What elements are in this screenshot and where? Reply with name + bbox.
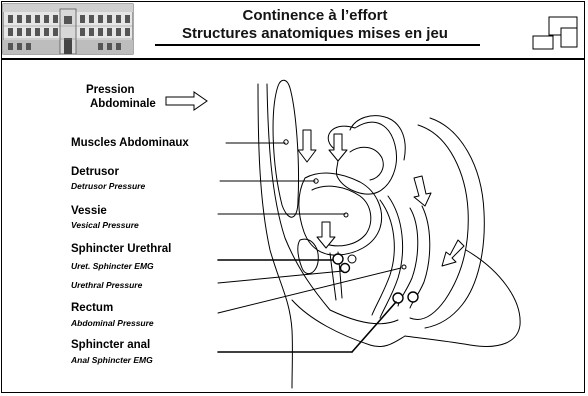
label-urethral-pressure: Urethral Pressure xyxy=(71,280,142,290)
label-detrusor-pressure: Detrusor Pressure xyxy=(71,181,145,191)
label-pression: Pression xyxy=(86,84,135,97)
label-vesical-pressure: Vesical Pressure xyxy=(71,220,139,230)
label-rectum: Rectum xyxy=(71,302,113,315)
label-vessie: Vessie xyxy=(71,205,107,218)
label-muscles: Muscles Abdominaux xyxy=(71,137,189,150)
label-detrusor: Detrusor xyxy=(71,166,119,179)
label-sphincter-anal: Sphincter anal xyxy=(71,339,150,352)
label-sphincter-urethral: Sphincter Urethral xyxy=(71,243,171,256)
label-uret-sphincter-emg: Uret. Sphincter EMG xyxy=(71,261,154,271)
label-abdominal-pressure: Abdominal Pressure xyxy=(71,318,154,328)
label-anal-sphincter-emg: Anal Sphincter EMG xyxy=(71,355,153,365)
label-abdominale: Abdominale xyxy=(90,98,156,111)
